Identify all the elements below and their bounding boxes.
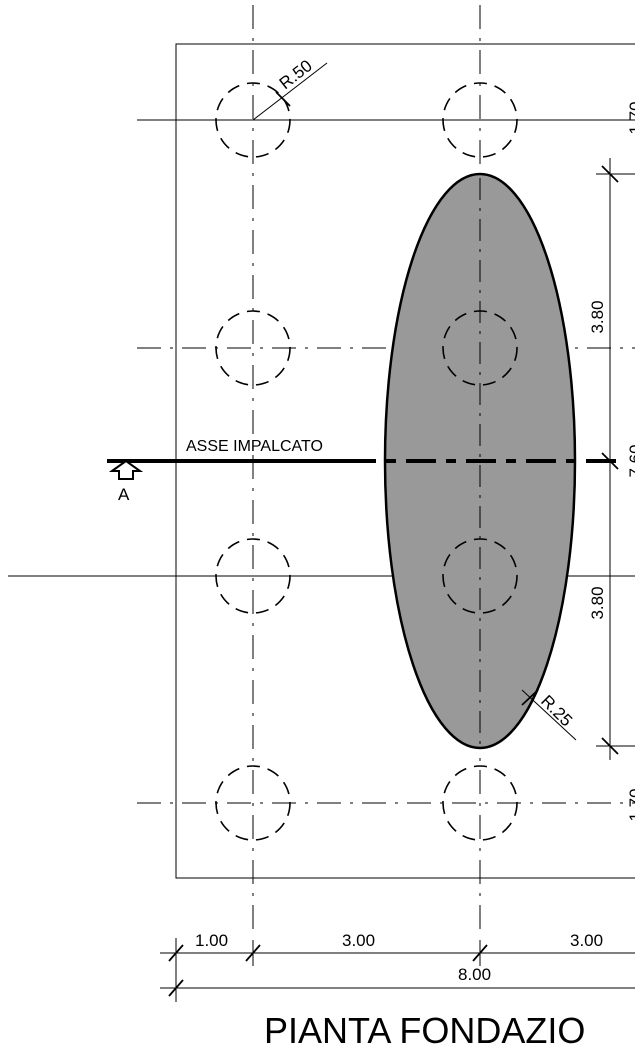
bottom-dim-label: 3.00 bbox=[570, 931, 603, 950]
right-dim-label: 3.80 bbox=[588, 586, 607, 619]
pile-circle bbox=[215, 765, 291, 841]
bottom-dim-label: 3.00 bbox=[342, 931, 375, 950]
section-arrow-icon bbox=[108, 459, 144, 480]
overall-dim-tick bbox=[168, 979, 184, 997]
right-dim-label: 3.80 bbox=[588, 300, 607, 333]
pile-circle bbox=[442, 765, 518, 841]
bottom-dim-tick bbox=[168, 944, 184, 962]
pier-radius-label: R.25 bbox=[537, 691, 576, 730]
deck-axis-label: ASSE IMPALCATO bbox=[186, 438, 323, 455]
pile-radius-tick bbox=[275, 91, 291, 107]
overall-dim-label: 8.00 bbox=[458, 965, 491, 984]
right-dim-tick bbox=[601, 737, 619, 755]
pile-circle bbox=[442, 538, 518, 614]
pile-radius-leader bbox=[252, 62, 328, 121]
right-dim-tick bbox=[601, 165, 619, 183]
drawing-title: PIANTA FONDAZIO bbox=[264, 1010, 585, 1051]
pile-circle bbox=[215, 310, 291, 386]
pile-circle bbox=[442, 82, 518, 158]
bottom-dim-label: 1.00 bbox=[195, 931, 228, 950]
section-marker-label: A bbox=[118, 485, 130, 504]
pier-radius-tick bbox=[521, 689, 539, 706]
pile-circle bbox=[442, 310, 518, 386]
right-dim-label: 1.70 bbox=[626, 101, 635, 134]
right-dim-label: 7.60 bbox=[626, 444, 635, 477]
right-dim-tick bbox=[601, 452, 619, 470]
pier-radius-leader bbox=[521, 689, 577, 741]
pile-circle bbox=[215, 538, 291, 614]
bottom-dim-tick bbox=[245, 944, 261, 962]
pile-circle bbox=[215, 82, 291, 158]
bottom-dim-tick bbox=[472, 944, 488, 962]
right-dim-label: 1.70 bbox=[626, 788, 635, 821]
